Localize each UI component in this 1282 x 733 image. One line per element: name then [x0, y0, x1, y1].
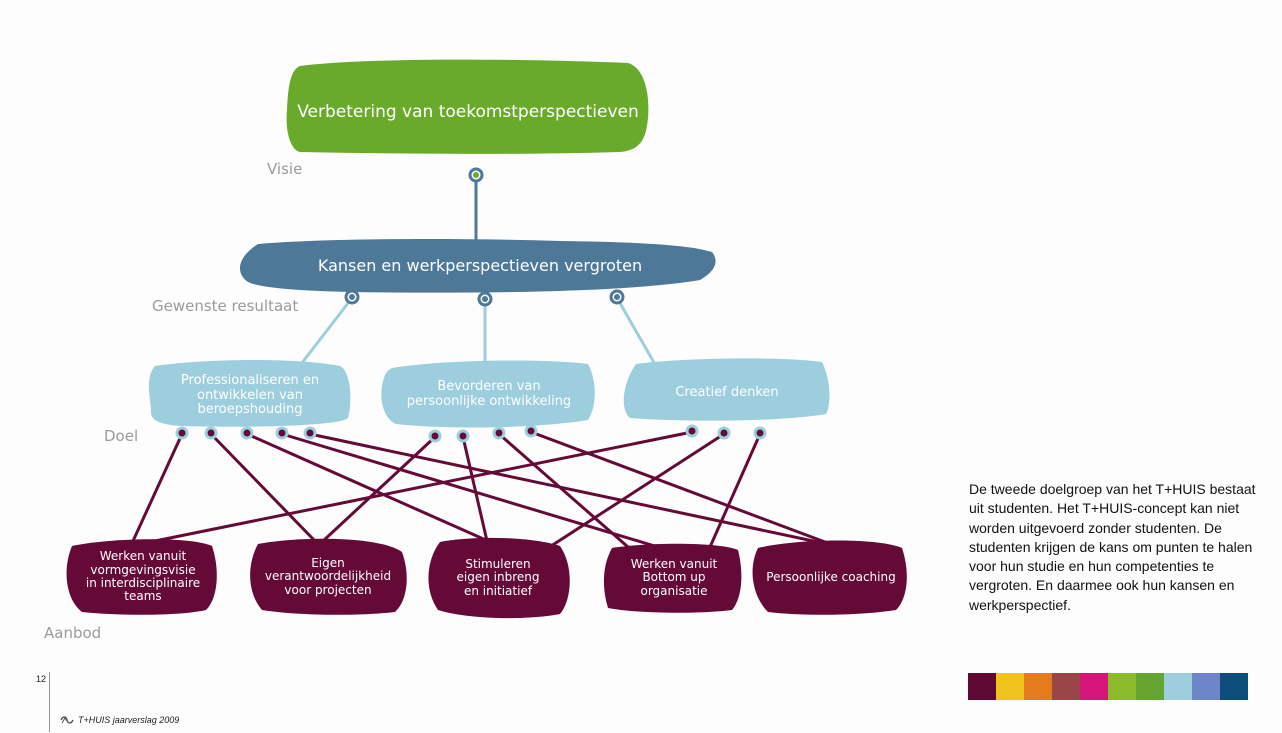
connector-line: [154, 430, 693, 543]
connector-line: [547, 432, 725, 550]
connector-ring: [614, 294, 620, 300]
connector-ring: [240, 426, 254, 440]
visie-label: Visie: [267, 160, 303, 178]
doel-item-1-text: Professionaliseren en ontwikkelen van be…: [180, 373, 320, 418]
visie-text: Verbetering van toekomstperspectieven: [297, 102, 639, 123]
connector-ring: [482, 296, 488, 302]
thuis-logo-icon: [60, 716, 74, 724]
connector-ring: [428, 429, 442, 443]
color-swatch: [1192, 673, 1220, 700]
aanbod-item-5-text: Persoonlijke coaching: [766, 570, 896, 585]
doel-shape: [381, 360, 595, 428]
connector-ring: [204, 426, 218, 440]
aanbod-shape: [66, 539, 217, 615]
aanbod-shape: [752, 540, 907, 615]
footer-text: T+HUIS jaarverslag 2009: [78, 715, 180, 725]
doel-item-2-text: Bevorderen van persoonlijke ontwikkeling: [406, 379, 572, 409]
resultaat-shape: [239, 239, 716, 293]
connector-line: [209, 432, 317, 543]
footer-divider: [49, 672, 50, 732]
aanbod-shape: [250, 538, 407, 615]
connector-ring: [275, 426, 289, 440]
connector-ring: [456, 429, 470, 443]
connector-ring: [349, 294, 355, 300]
connector-line: [530, 430, 834, 547]
connector-line: [309, 432, 833, 547]
connector-ring: [492, 426, 506, 440]
connector-line: [281, 432, 659, 549]
color-swatch: [1220, 673, 1248, 700]
aanbod-item-4-text: Werken vanuit Bottom up organisatie: [630, 556, 718, 598]
body-paragraph: De tweede doelgroep van het T+HUIS besta…: [969, 481, 1256, 613]
connector-line: [321, 435, 437, 543]
connector-ring: [753, 426, 767, 440]
color-swatch: [968, 673, 996, 700]
connector-ring: [685, 424, 699, 438]
connector-line: [461, 436, 489, 542]
color-swatch: [1052, 673, 1080, 700]
color-palette: [968, 673, 1248, 700]
connector-line: [296, 297, 354, 369]
aanbod-item-3-text: Stimuleren eigen inbreng en initiatief: [456, 556, 540, 598]
connector-line: [615, 297, 658, 367]
doel-shape: [623, 358, 830, 421]
page-number: 12: [36, 674, 47, 684]
doel-shape: [148, 360, 351, 427]
connector-line: [498, 432, 629, 549]
resultaat-text: Kansen en werkperspectieven vergroten: [317, 256, 643, 276]
connector-line: [708, 433, 762, 548]
doel-item-3-text: Creatief denken: [675, 384, 779, 400]
aanbod-shape: [603, 543, 742, 613]
connector-line: [131, 433, 184, 542]
color-swatch: [1080, 673, 1108, 700]
footer: T+HUIS jaarverslag 2009: [60, 715, 179, 725]
connector-rings: [175, 167, 767, 443]
connector-ring: [473, 172, 479, 178]
color-swatch: [1136, 673, 1164, 700]
visie-shape: [286, 59, 649, 154]
doel-label: Doel: [104, 427, 139, 445]
connector-line: [246, 432, 489, 543]
connector-ring: [303, 426, 317, 440]
aanbod-shape: [428, 537, 570, 619]
connector-ring: [175, 426, 189, 440]
connector-ring: [524, 424, 538, 438]
connector-ring: [717, 426, 731, 440]
color-swatch: [1024, 673, 1052, 700]
color-swatch: [1164, 673, 1192, 700]
aanbod-item-1-text: Werken vanuit vormgevingsvisie in interd…: [85, 549, 201, 604]
color-swatch: [996, 673, 1024, 700]
aanbod-label: Aanbod: [44, 624, 102, 642]
aanbod-item-2-text: Eigen verantwoordelijkheid voor projecte…: [264, 555, 392, 597]
color-swatch: [1108, 673, 1136, 700]
resultaat-label: Gewenste resultaat: [152, 297, 299, 315]
